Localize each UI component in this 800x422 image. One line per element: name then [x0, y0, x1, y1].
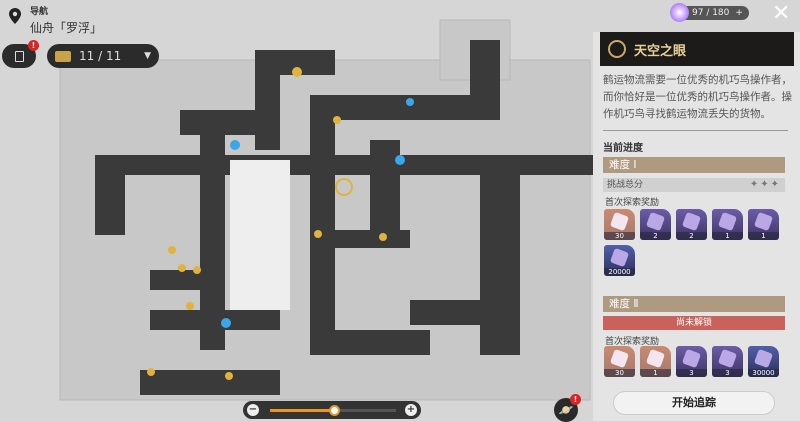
reward-icon — [609, 348, 630, 369]
reward-item[interactable]: 1 — [712, 209, 743, 240]
star-rating: ✦✦✦ — [749, 179, 781, 190]
alert-badge: ! — [28, 40, 39, 51]
reward-count: 30 — [604, 369, 635, 377]
zoom-out-button[interactable]: − — [247, 404, 259, 416]
activity-emblem-icon — [608, 40, 626, 58]
treasure-chest-dropdown[interactable]: 11 / 11 ▼ — [47, 44, 159, 68]
panel-title: 天空之眼 — [634, 43, 687, 59]
start-tracking-button[interactable]: 开始追踪 — [613, 391, 775, 415]
progress-heading: 当前进度 — [603, 143, 643, 154]
add-power-button[interactable]: + — [735, 8, 743, 18]
reward-count: 2 — [640, 232, 671, 240]
map-pin-icon — [9, 8, 21, 24]
rewards-label: 首次探索奖励 — [605, 198, 660, 208]
zoom-fill — [270, 409, 335, 412]
reward-item[interactable]: 2 — [676, 209, 707, 240]
planet-button[interactable]: 🪐 ! — [554, 394, 581, 422]
nav-label: 导航 — [30, 7, 49, 17]
reward-count: 3 — [712, 369, 743, 377]
power-orb-icon — [670, 3, 689, 22]
reward-count: 1 — [640, 369, 671, 377]
panel-title-bar: 天空之眼 — [600, 32, 794, 66]
mission-log-button[interactable]: ! — [2, 40, 39, 68]
planet-icon: 🪐 — [558, 403, 574, 417]
reward-item[interactable]: 30000 — [748, 346, 779, 377]
reward-icon — [681, 348, 702, 369]
power-value: 97 / 180 — [692, 8, 730, 18]
reward-icon — [753, 348, 774, 369]
reward-icon — [645, 348, 666, 369]
reward-count: 30000 — [748, 369, 779, 377]
reward-count: 3 — [676, 369, 707, 377]
reward-item[interactable]: 2 — [640, 209, 671, 240]
challenge-score-row: 挑战总分 ✦✦✦ — [603, 178, 785, 192]
treasure-chest-icon — [55, 50, 71, 62]
zoom-control: − + — [243, 401, 421, 419]
book-icon — [14, 50, 24, 62]
reward-count: 1 — [748, 232, 779, 240]
reward-item[interactable]: 1 — [748, 209, 779, 240]
reward-icon — [609, 247, 630, 268]
reward-item[interactable]: 3 — [712, 346, 743, 377]
reward-icon — [645, 211, 666, 232]
score-label: 挑战总分 — [607, 180, 644, 190]
chevron-down-icon: ▼ — [144, 51, 151, 61]
reward-count: 1 — [712, 232, 743, 240]
location-name: 仙舟「罗浮」 — [30, 21, 103, 35]
alert-badge: ! — [570, 394, 581, 405]
close-icon[interactable]: ✕ — [772, 1, 791, 26]
reward-count: 30 — [604, 232, 635, 240]
difficulty-1-header: 难度 Ⅰ — [603, 157, 785, 173]
reward-icon — [681, 211, 702, 232]
chest-count: 11 / 11 — [79, 49, 122, 63]
zoom-slider[interactable] — [270, 405, 396, 416]
reward-item[interactable]: 20000 — [604, 245, 635, 276]
zoom-slider-handle[interactable] — [329, 405, 341, 416]
activity-description: 鹤运物流需要一位优秀的机巧鸟操作者，而你恰好是一位优秀的机巧鸟操作者。操作机巧鸟… — [603, 74, 792, 120]
reward-icon — [609, 211, 630, 232]
reward-item[interactable]: 30 — [604, 209, 635, 240]
zoom-in-button[interactable]: + — [405, 404, 417, 416]
reward-icon — [717, 348, 738, 369]
divider — [603, 130, 788, 131]
rewards-label: 首次探索奖励 — [605, 337, 660, 347]
navigation-header: 导航 仙舟「罗浮」 — [8, 4, 102, 36]
reward-count: 20000 — [604, 268, 635, 276]
locked-banner: 尚未解锁 — [603, 316, 785, 330]
reward-item[interactable]: 30 — [604, 346, 635, 377]
reward-count: 2 — [676, 232, 707, 240]
trailblaze-power: 97 / 180 + — [670, 3, 749, 22]
difficulty-2-header: 难度 Ⅱ — [603, 296, 785, 312]
reward-item[interactable]: 1 — [640, 346, 671, 377]
reward-icon — [753, 211, 774, 232]
reward-icon — [717, 211, 738, 232]
reward-item[interactable]: 3 — [676, 346, 707, 377]
